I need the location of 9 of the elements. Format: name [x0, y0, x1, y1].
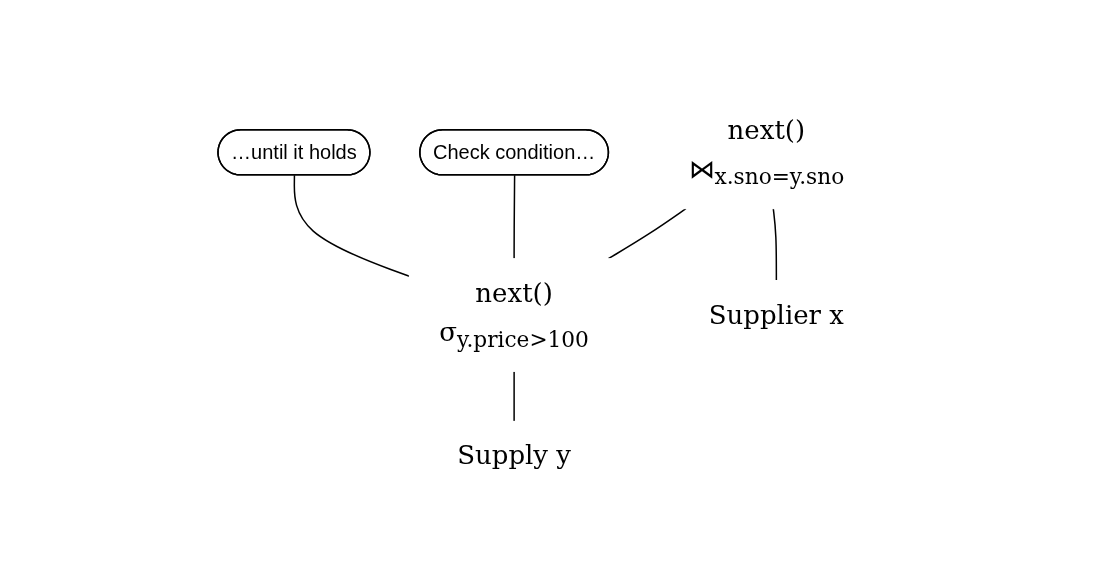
- node-text: Supply y: [457, 440, 572, 471]
- connector: [513, 174, 516, 260]
- connector: [772, 207, 778, 282]
- connector: [608, 207, 687, 260]
- node-text: next() ⋈$_{x.sno=y.sno}$: [688, 114, 845, 189]
- connector: [513, 370, 516, 422]
- node-text: next() σ$_{y.price>100}$: [439, 277, 590, 352]
- node-text: Supplier x: [709, 299, 845, 330]
- connector: [293, 174, 411, 277]
